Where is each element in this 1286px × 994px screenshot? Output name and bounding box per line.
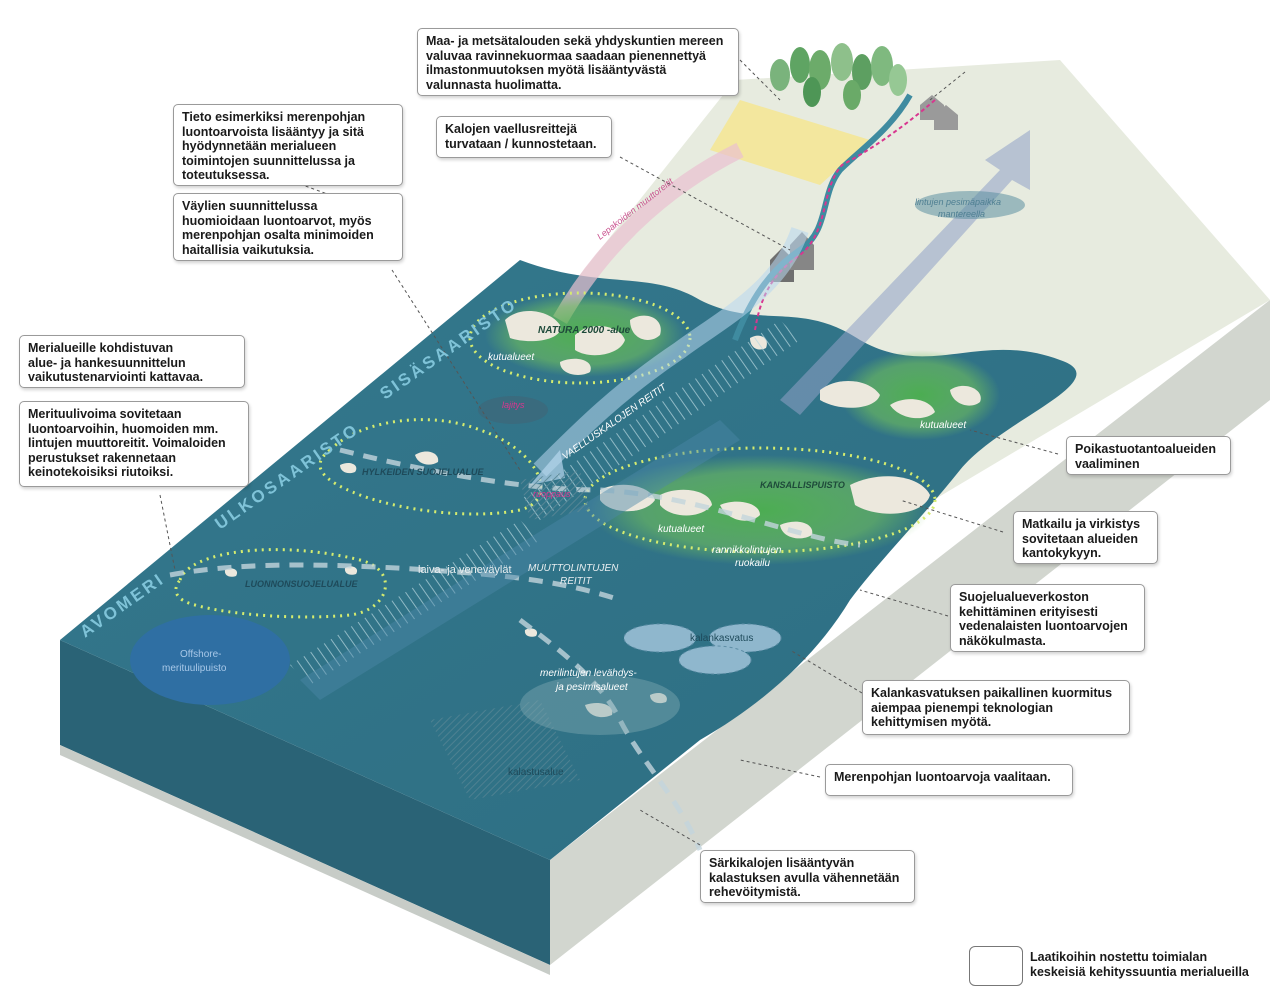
shipping-lane-stripes-2 [290, 520, 540, 685]
label-kutualueet-3: kutualueet [658, 524, 705, 535]
legend-text: Laatikoihin nostettu toimialan keskeisiä… [1030, 950, 1249, 979]
label-offshore-2: merituulipuisto [162, 663, 227, 674]
fish-farm-3 [678, 645, 752, 675]
block-left-side [60, 640, 550, 965]
label-muuttolintujen-2: REITIT [560, 576, 593, 587]
callout-poikastuotanto: Poikastuotantoalueiden vaaliminen [1066, 436, 1231, 475]
legend-swatch [969, 946, 1023, 986]
label-luonnonsuojelualue: LUONNONSUOJELUALUE [245, 579, 359, 589]
label-lintujen-2: mantereella [938, 209, 985, 219]
kansallispuisto-zone [590, 455, 930, 565]
label-lintujen-1: lintujen pesimäpaikka [915, 197, 1001, 207]
islands [224, 310, 981, 718]
label-kalastusalue: kalastusalue [508, 767, 564, 778]
label-kutualueet-2: kutualueet [920, 420, 967, 431]
offshore-windpark [130, 615, 290, 705]
callout-kalankasvatus: Kalankasvatuksen paikallinen kuormitus a… [862, 680, 1130, 735]
label-lajitys: lajitys [502, 400, 525, 410]
sea-area [60, 260, 1077, 860]
label-offshore-1: Offshore- [180, 649, 222, 660]
fish-farm-1 [623, 623, 697, 653]
callout-ravinnekuorma: Maa- ja metsätalouden sekä yhdyskuntien … [417, 28, 739, 96]
label-natura: NATURA 2000 -alue [538, 325, 631, 336]
fish-migration-route [533, 226, 809, 477]
label-kalankasvatus: kalankasvatus [690, 633, 753, 644]
kansallispuisto-dotted [583, 446, 937, 554]
bird-migration-arrow [780, 130, 1030, 415]
label-merilintujen-1: merilintujen levähdys- [540, 668, 637, 679]
callout-kalojen: Kalojen vaellusreittejä turvataan / kunn… [436, 116, 612, 158]
label-hylkeiden: HYLKEIDEN SUOJELUALUE [362, 467, 485, 477]
label-kansallispuisto: KANSALLISPUISTO [760, 480, 845, 490]
shipping-route [169, 447, 861, 851]
callout-sarkikalat: Särkikalojen lisääntyvän kalastuksen avu… [700, 850, 915, 903]
callout-matkailu: Matkailu ja virkistys sovitetaan alueide… [1013, 511, 1158, 564]
fishing-area-hatch [430, 700, 580, 800]
callout-merenpohja: Merenpohjan luontoarvoja vaalitaan. [825, 764, 1073, 796]
nesting-area [915, 191, 1025, 219]
callout-tieto: Tieto esimerkiksi merenpohjan luontoarvo… [173, 104, 403, 186]
label-rannikkolintujen-1: rannikkolintujen [712, 545, 782, 556]
sea-migration-arrow [300, 420, 740, 700]
label-ruoppaus: ruoppaus [533, 489, 571, 499]
label-rannikkolintujen-2: ruokailu [735, 558, 770, 569]
label-merilintujen-2: ja pesimisalueet [554, 682, 629, 693]
luonnonsuojelualue-dotted [174, 548, 387, 619]
dredging-hatch [520, 470, 590, 520]
bird-rest-area [520, 675, 680, 735]
forest-icon [770, 43, 907, 110]
callout-merialueille: Merialueille kohdistuvan alue- ja hankes… [19, 335, 245, 388]
field [710, 100, 870, 185]
fish-farm-2 [708, 623, 782, 653]
shipping-lane-stripes [520, 320, 800, 520]
callout-suojelualue: Suojelualueverkoston kehittäminen erityi… [950, 584, 1145, 652]
lajitys-area [478, 396, 548, 424]
callout-merituulivoima: Merituulivoima sovitetaan luontoarvoihin… [19, 401, 249, 487]
label-laiva: laiva- ja veneväylät [418, 564, 512, 576]
label-muuttolintujen-1: MUUTTOLINTUJEN [528, 563, 619, 574]
block-bottom-strip [60, 745, 550, 975]
label-kutualueet-1: kutualueet [488, 352, 535, 363]
callout-vaylien: Väylien suunnittelussa huomioidaan luont… [173, 193, 403, 261]
kutualueet-zone-right [840, 350, 1000, 440]
